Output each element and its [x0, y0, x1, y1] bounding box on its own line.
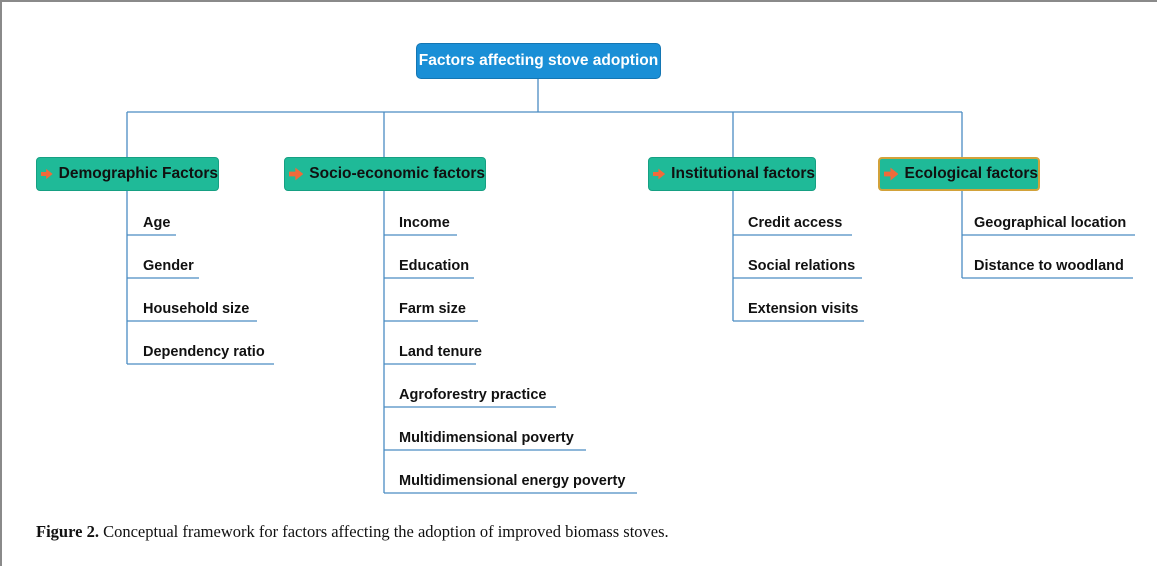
frame-left-border	[0, 0, 2, 566]
leaf-distance-to-woodland: Distance to woodland	[974, 258, 1124, 274]
leaf-multidimensional-poverty: Multidimensional poverty	[399, 430, 574, 446]
category-label: Demographic Factors	[58, 165, 218, 182]
figure-caption: Figure 2. Conceptual framework for facto…	[36, 522, 669, 542]
leaf-geographical-location: Geographical location	[974, 215, 1127, 231]
leaf-land-tenure: Land tenure	[399, 344, 482, 360]
leaf-farm-size: Farm size	[399, 301, 466, 317]
leaf-household-size: Household size	[143, 301, 250, 317]
leaf-credit-access: Credit access	[748, 215, 843, 231]
figure-number: Figure 2.	[36, 522, 99, 541]
frame-top-border	[0, 0, 1157, 2]
caption-text: Conceptual framework for factors affecti…	[98, 522, 669, 541]
leaf-multidimensional-energy-poverty: Multidimensional energy poverty	[399, 473, 626, 489]
leaf-dependency-ratio: Dependency ratio	[143, 344, 265, 360]
orange-arrow-icon	[289, 167, 304, 181]
category-label: Ecological factors	[904, 165, 1038, 182]
leaf-extension-visits: Extension visits	[748, 301, 859, 317]
leaf-agroforestry-practice: Agroforestry practice	[399, 387, 547, 403]
leaf-age: Age	[143, 215, 171, 231]
root-node: Factors affecting stove adoption	[416, 43, 661, 79]
leaf-income: Income	[399, 215, 450, 231]
leaf-gender: Gender	[143, 258, 194, 274]
category-ecological: Ecological factors	[878, 157, 1040, 191]
category-institutional: Institutional factors	[648, 157, 816, 191]
orange-arrow-icon	[884, 167, 899, 181]
orange-arrow-icon	[653, 168, 666, 180]
category-socio-economic: Socio-economic factors	[284, 157, 486, 191]
category-label: Institutional factors	[671, 165, 815, 182]
orange-arrow-icon	[41, 168, 53, 180]
category-label: Socio-economic factors	[309, 165, 485, 182]
leaf-education: Education	[399, 258, 470, 274]
category-demographic: Demographic Factors	[36, 157, 219, 191]
root-label: Factors affecting stove adoption	[418, 52, 659, 69]
leaf-social-relations: Social relations	[748, 258, 856, 274]
